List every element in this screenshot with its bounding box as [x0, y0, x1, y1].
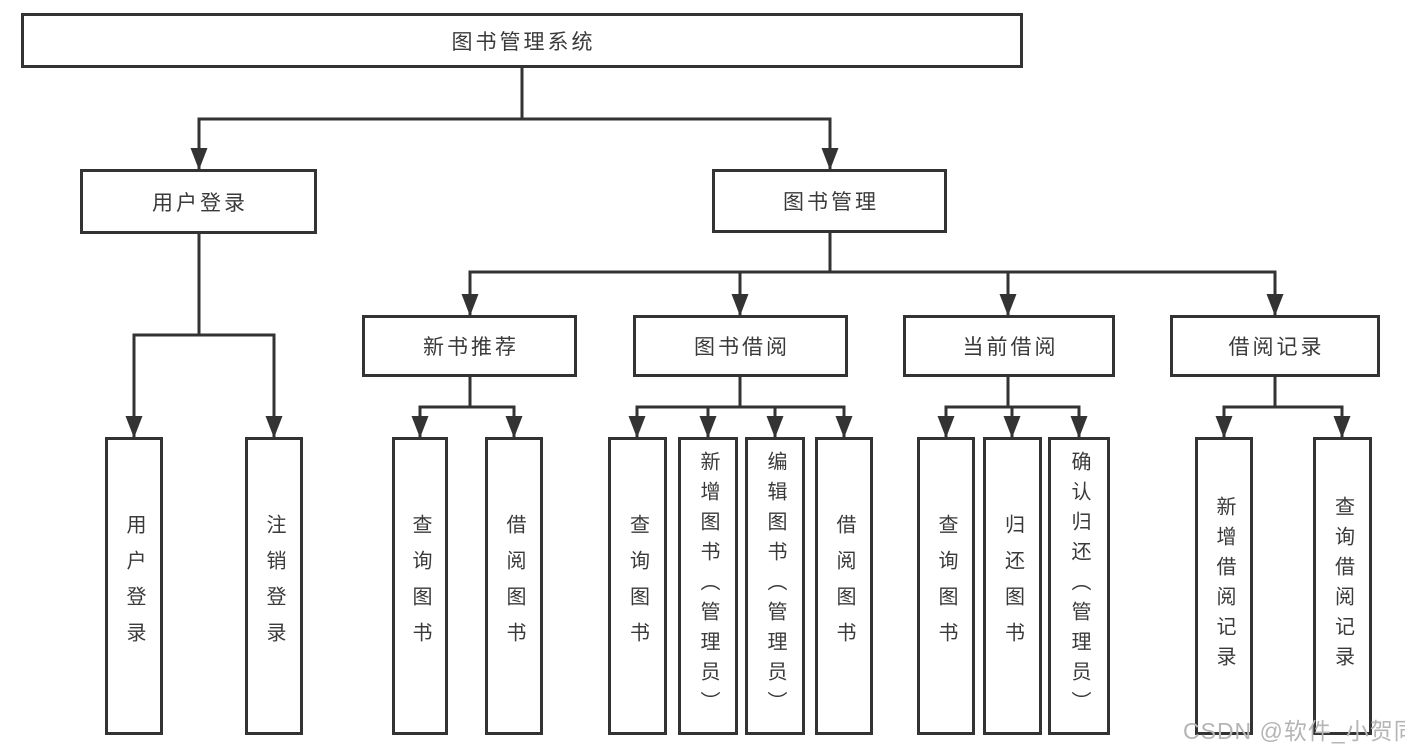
leaf-query-borrow-record: 查询借阅记录: [1313, 437, 1372, 735]
node-borrowing-records: 借阅记录: [1170, 315, 1380, 377]
leaf-add-borrow-record: 新增借阅记录: [1195, 437, 1253, 735]
leaf-query-books: 查询图书: [392, 437, 448, 735]
leaf-label: 新增图书（管理员）: [697, 451, 719, 721]
leaf-confirm-return-admin: 确认归还（管理员）: [1048, 437, 1110, 735]
leaf-label: 查询图书: [409, 514, 431, 658]
leaf-label: 查询借阅记录: [1331, 496, 1354, 676]
leaf-label: 借阅图书: [503, 514, 525, 658]
leaf-borrow-books: 借阅图书: [485, 437, 543, 735]
watermark: CSDN @软件_小贺同学: [1183, 718, 1405, 744]
leaf-label: 查询图书: [626, 514, 649, 658]
leaf-label: 注销登录: [263, 514, 285, 658]
leaf-edit-books-admin: 编辑图书（管理员）: [745, 437, 805, 735]
leaf-return-books: 归还图书: [983, 437, 1042, 735]
leaf-label: 查询图书: [935, 514, 957, 658]
node-book-management: 图书管理: [712, 169, 947, 233]
leaf-borrow-books: 借阅图书: [815, 437, 873, 735]
leaf-user-login: 用户登录: [105, 437, 163, 735]
leaf-label: 新增借阅记录: [1213, 496, 1235, 676]
leaf-query-books: 查询图书: [917, 437, 975, 735]
leaf-query-books: 查询图书: [608, 437, 667, 735]
node-user-login: 用户登录: [80, 169, 317, 234]
leaf-label: 归还图书: [1001, 514, 1024, 658]
leaf-label: 确认归还（管理员）: [1068, 451, 1090, 721]
leaf-label: 编辑图书（管理员）: [764, 451, 786, 721]
leaf-label: 借阅图书: [833, 514, 855, 658]
leaf-add-books-admin: 新增图书（管理员）: [678, 437, 738, 735]
leaf-logout: 注销登录: [245, 437, 303, 735]
node-book-borrowing: 图书借阅: [633, 315, 848, 377]
leaf-label: 用户登录: [123, 514, 145, 658]
node-current-borrowing: 当前借阅: [903, 315, 1115, 377]
node-library-management-system: 图书管理系统: [21, 13, 1023, 68]
node-new-book-recommendation: 新书推荐: [362, 315, 577, 377]
